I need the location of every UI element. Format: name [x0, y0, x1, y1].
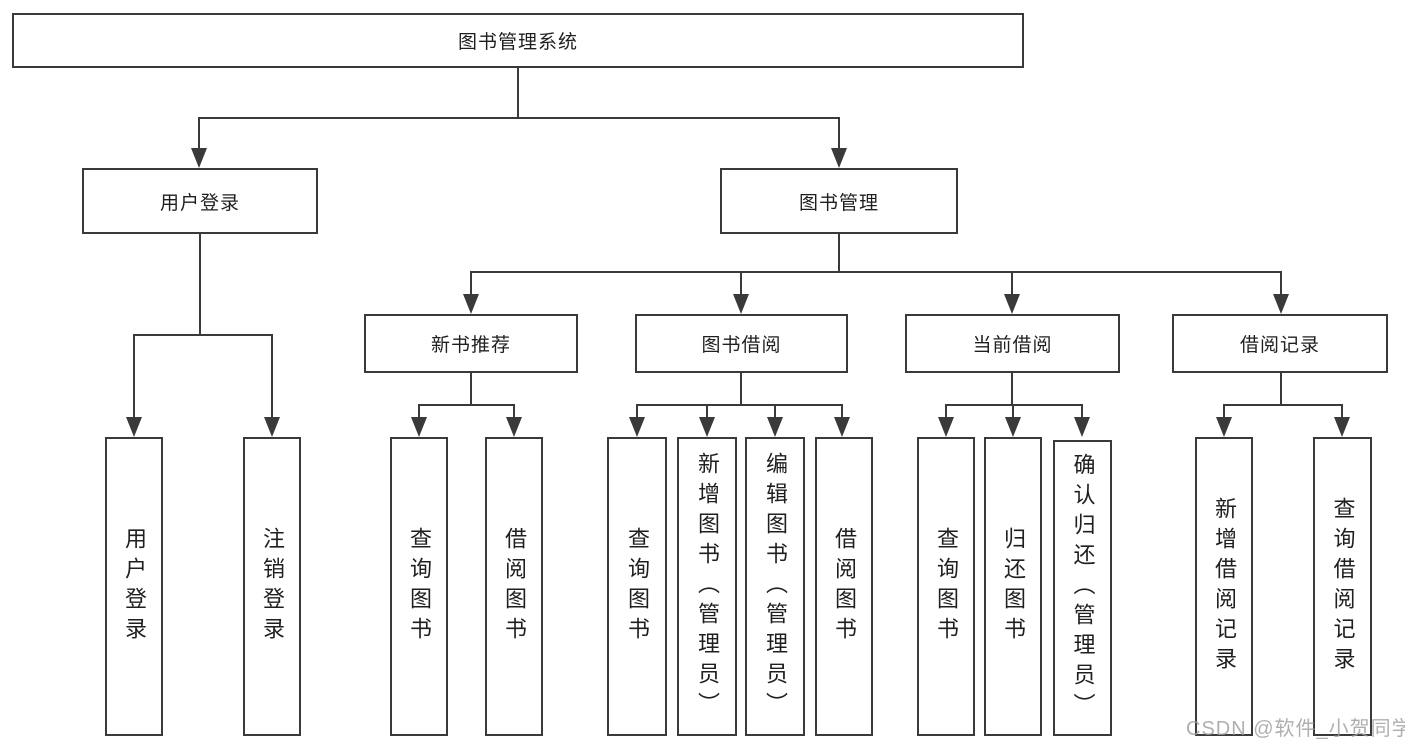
node-label: 图书管理系统: [457, 32, 578, 53]
connector-line: [1341, 404, 1343, 417]
leaf-borrowing-query-books: 查询图书: [607, 437, 667, 736]
connector-arrow: [1216, 417, 1232, 437]
node-label: 新书推荐: [430, 335, 511, 356]
connector-arrow: [834, 417, 850, 437]
node-library-management-system: 图书管理系统: [12, 13, 1024, 68]
connector-arrow: [1004, 294, 1020, 314]
node-label: 新增借阅记录: [1212, 496, 1237, 677]
leaf-current-return-books: 归还图书: [984, 437, 1042, 736]
connector-line: [706, 404, 708, 417]
connector-arrow: [463, 294, 479, 314]
connector-line: [740, 271, 742, 294]
leaf-logout: 注销登录: [243, 437, 301, 736]
connector-line: [1011, 373, 1013, 406]
node-label: 图书管理: [798, 192, 879, 214]
connector-line: [838, 234, 840, 273]
connector-line: [1223, 404, 1225, 417]
leaf-current-confirm-return-admin: 确认归还（管理员）: [1053, 440, 1112, 736]
node-label: 图书借阅: [701, 335, 782, 356]
connector-arrow: [264, 417, 280, 437]
node-label: 归还图书: [1001, 526, 1026, 647]
leaf-borrowing-borrow-books: 借阅图书: [815, 437, 873, 736]
connector-arrow: [767, 417, 783, 437]
node-book-borrowing: 图书借阅: [635, 314, 848, 373]
node-label: 当前借阅: [972, 335, 1053, 356]
connector-arrow: [506, 417, 522, 437]
node-label: 借阅图书: [502, 526, 527, 647]
connector-line: [841, 404, 843, 417]
connector-line: [133, 334, 273, 336]
connector-line: [740, 373, 742, 406]
leaf-borrowing-add-books-admin: 新增图书（管理员）: [677, 437, 737, 736]
node-borrowing-records: 借阅记录: [1172, 314, 1388, 373]
connector-line: [418, 404, 420, 417]
leaf-records-add-borrow-record: 新增借阅记录: [1195, 437, 1253, 736]
connector-line: [199, 234, 201, 335]
connector-line: [1223, 404, 1342, 406]
node-label: 查询图书: [625, 526, 650, 647]
node-book-management: 图书管理: [720, 168, 958, 234]
connector-line: [198, 117, 840, 119]
connector-line: [517, 68, 519, 117]
connector-arrow: [938, 417, 954, 437]
node-label: 编辑图书（管理员）: [763, 451, 788, 722]
connector-line: [1011, 271, 1013, 294]
connector-arrow: [1334, 417, 1350, 437]
connector-arrow: [629, 417, 645, 437]
connector-arrow: [191, 148, 207, 168]
node-label: 借阅图书: [832, 526, 857, 647]
connector-line: [774, 404, 776, 417]
connector-line: [470, 271, 472, 294]
node-label: 查询图书: [934, 526, 959, 647]
node-label: 借阅记录: [1239, 335, 1320, 356]
node-new-book-recommend: 新书推荐: [364, 314, 578, 373]
node-label: 新增图书（管理员）: [695, 451, 720, 722]
leaf-user-login: 用户登录: [105, 437, 163, 736]
node-user-login: 用户登录: [82, 168, 318, 234]
leaf-current-query-books: 查询图书: [917, 437, 975, 736]
connector-line: [513, 404, 515, 417]
leaf-borrowing-edit-books-admin: 编辑图书（管理员）: [745, 437, 805, 736]
connector-arrow: [1273, 294, 1289, 314]
connector-line: [470, 373, 472, 406]
connector-line: [470, 271, 1282, 273]
connector-line: [636, 404, 843, 406]
csdn-watermark: CSDN @软件_小贺同学: [1186, 718, 1405, 740]
node-label: 用户登录: [159, 192, 240, 214]
connector-arrow: [411, 417, 427, 437]
connector-line: [418, 404, 515, 406]
leaf-recommend-query-books: 查询图书: [390, 437, 448, 736]
connector-arrow: [126, 417, 142, 437]
connector-line: [945, 404, 947, 417]
connector-line: [1081, 404, 1083, 417]
connector-line: [133, 334, 135, 417]
node-label: 用户登录: [122, 526, 147, 647]
connector-arrow: [733, 294, 749, 314]
node-label: 注销登录: [260, 526, 285, 647]
node-label: 确认归还（管理员）: [1070, 453, 1096, 723]
node-label: 查询借阅记录: [1330, 496, 1356, 677]
node-label: 查询图书: [407, 526, 432, 647]
connector-arrow: [1074, 417, 1090, 437]
connector-line: [1280, 373, 1282, 406]
connector-line: [1012, 404, 1014, 417]
node-current-borrowing: 当前借阅: [905, 314, 1120, 373]
connector-line: [198, 117, 200, 148]
connector-arrow: [699, 417, 715, 437]
connector-line: [1280, 271, 1282, 294]
connector-line: [838, 117, 840, 148]
connector-line: [271, 334, 273, 417]
leaf-records-query-borrow-record: 查询借阅记录: [1313, 437, 1372, 736]
connector-line: [636, 404, 638, 417]
connector-arrow: [1005, 417, 1021, 437]
leaf-recommend-borrow-books: 借阅图书: [485, 437, 543, 736]
connector-arrow: [831, 148, 847, 168]
